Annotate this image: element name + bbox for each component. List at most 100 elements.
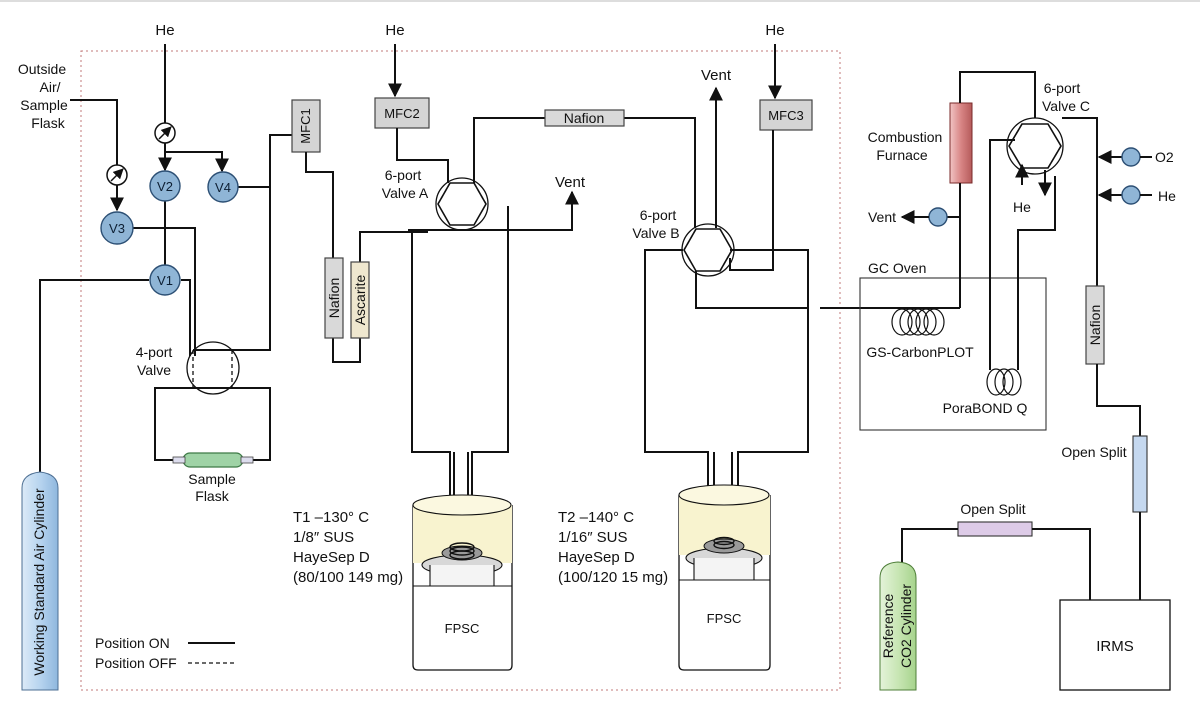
pressure-gauge-1: [106, 164, 128, 186]
valve-he-right[interactable]: [1121, 185, 1141, 205]
nafion-label-2: Nafion: [564, 110, 604, 126]
sample-flask-label-1: Sample: [188, 471, 236, 487]
t1-spec-3: HayeSep D: [293, 549, 370, 566]
mfc2-label: MFC2: [384, 106, 419, 121]
nafion-tube-3: Nafion: [1085, 285, 1105, 365]
ascarite-tube: Ascarite: [350, 261, 370, 339]
mfc2-to-valve-a: [396, 128, 449, 183]
outside-air-line-3: Sample: [20, 97, 68, 113]
reference-label-2: CO2 Cylinder: [898, 584, 914, 668]
gc-oven: [859, 277, 1047, 431]
nafion-tube-2: Nafion: [544, 109, 625, 127]
valve-b-to-gc: [695, 271, 808, 309]
he-label-mfc3: He: [765, 22, 784, 39]
ascarite-to-valve-a: [359, 231, 428, 262]
valve-c-label-2: Valve C: [1042, 98, 1090, 114]
fpsc-label-1: FPSC: [445, 621, 480, 636]
valve-a-label-1: 6-port: [385, 167, 422, 183]
nafion-label-1: Nafion: [326, 278, 342, 318]
furnace-label-2: Furnace: [876, 147, 928, 163]
nafion-tube-1: Nafion: [324, 257, 344, 339]
six-port-valve-b[interactable]: [681, 223, 735, 277]
valve-o2[interactable]: [1121, 147, 1141, 167]
valve-v1[interactable]: V1: [149, 264, 181, 296]
v1-to-valve-line: [181, 279, 191, 356]
mfc1-label: MFC1: [298, 108, 313, 143]
he-label-right: He: [1158, 188, 1176, 204]
four-port-valve[interactable]: [186, 341, 240, 395]
t1-spec-2: 1/8″ SUS: [293, 529, 354, 546]
ref-to-open-split: [901, 528, 958, 563]
valve-b-label-2: Valve B: [632, 225, 679, 241]
he-label-valve-c: He: [1013, 199, 1031, 215]
open-split-vertical: [1132, 435, 1148, 513]
six-port-valve-c[interactable]: [1006, 117, 1064, 175]
valve-a-label-2: Valve A: [382, 185, 429, 201]
gc-oven-label: GC Oven: [868, 260, 926, 276]
nafion-to-valve-b: [624, 117, 696, 228]
vent-label-a: Vent: [555, 174, 586, 191]
outside-air-line-4: Flask: [31, 115, 65, 131]
pressure-gauge-2: [154, 122, 176, 144]
outside-air-line: [70, 99, 124, 212]
porabond-q-label: PoraBOND Q: [943, 400, 1028, 416]
mfc2-box: MFC2: [374, 97, 430, 129]
t2-spec-3: HayeSep D: [558, 549, 635, 566]
valve-c-to-right-line: [1062, 117, 1098, 286]
working-standard-cylinder: Working Standard Air Cylinder: [21, 471, 59, 691]
cryo-unit-boundary: [80, 50, 841, 691]
mfc1-box: MFC1: [291, 99, 321, 153]
mfc3-label: MFC3: [768, 108, 803, 123]
legend: Position ON Position OFF: [95, 635, 235, 671]
outside-air-line-2: Air/: [40, 79, 61, 95]
valve-v2-label: V2: [157, 179, 173, 194]
t1-spec-4: (80/100 149 mg): [293, 569, 403, 586]
he-label-mfc2: He: [385, 22, 404, 39]
mfc1-to-nafion-line: [305, 152, 334, 258]
open-split-label-2: Open Split: [960, 501, 1025, 517]
gs-carbonplot-coil: [891, 308, 945, 336]
nafion-ascarite-bottom: [332, 338, 361, 363]
reference-co2-cylinder: Reference CO2 Cylinder: [879, 561, 917, 691]
fpsc-cryocooler-1: [412, 494, 513, 671]
nafion-to-open-split: [1096, 364, 1141, 436]
he-to-v4-line: [165, 151, 229, 173]
outside-air-line-1: Outside: [18, 61, 66, 77]
valve-v3[interactable]: V3: [100, 211, 134, 245]
six-port-valve-a[interactable]: [435, 177, 489, 231]
valve-v1-label: V1: [157, 273, 173, 288]
valve-v4[interactable]: V4: [207, 171, 239, 203]
reference-label-1: Reference: [880, 593, 896, 658]
valve-v4-label: V4: [215, 180, 231, 195]
outside-air-label: Outside Air/ Sample Flask: [18, 61, 68, 131]
fpsc-cryocooler-2: [678, 484, 771, 671]
flask-loop-return: [232, 387, 271, 461]
porabond-loop-return: [1017, 176, 1056, 370]
mfc1-line: [269, 134, 292, 187]
cylinder-to-v1-line: [39, 279, 149, 476]
t1-spec-1: T1 –130° C: [293, 509, 369, 526]
v4-to-mfc1-line: [232, 186, 271, 351]
valve-vent[interactable]: [928, 207, 948, 227]
furnace-to-valve-c: [959, 71, 1036, 118]
porabond-loop: [989, 139, 1015, 370]
o2-label: O2: [1155, 149, 1174, 165]
vent-label-b: Vent: [701, 67, 732, 84]
four-port-label-2: Valve: [137, 362, 171, 378]
valve-v2[interactable]: V2: [149, 170, 181, 202]
trap-t2-loop: [644, 249, 709, 550]
combustion-furnace: [949, 102, 973, 184]
gs-carbonplot-label: GS-CarbonPLOT: [866, 344, 974, 360]
nafion-label-3: Nafion: [1087, 305, 1103, 345]
trap-t1-specs: T1 –130° C 1/8″ SUS HayeSep D (80/100 14…: [293, 509, 403, 586]
fpsc-label-2: FPSC: [707, 611, 742, 626]
irms-label: IRMS: [1096, 638, 1134, 655]
open-split-label-1: Open Split: [1061, 444, 1126, 460]
irms-box: IRMS: [1059, 599, 1171, 691]
open-split-horizontal: [957, 521, 1033, 537]
flask-loop-line: [154, 387, 193, 461]
t2-spec-2: 1/16″ SUS: [558, 529, 628, 546]
v3-to-valve-line: [133, 227, 196, 356]
legend-off-label: Position OFF: [95, 655, 177, 671]
